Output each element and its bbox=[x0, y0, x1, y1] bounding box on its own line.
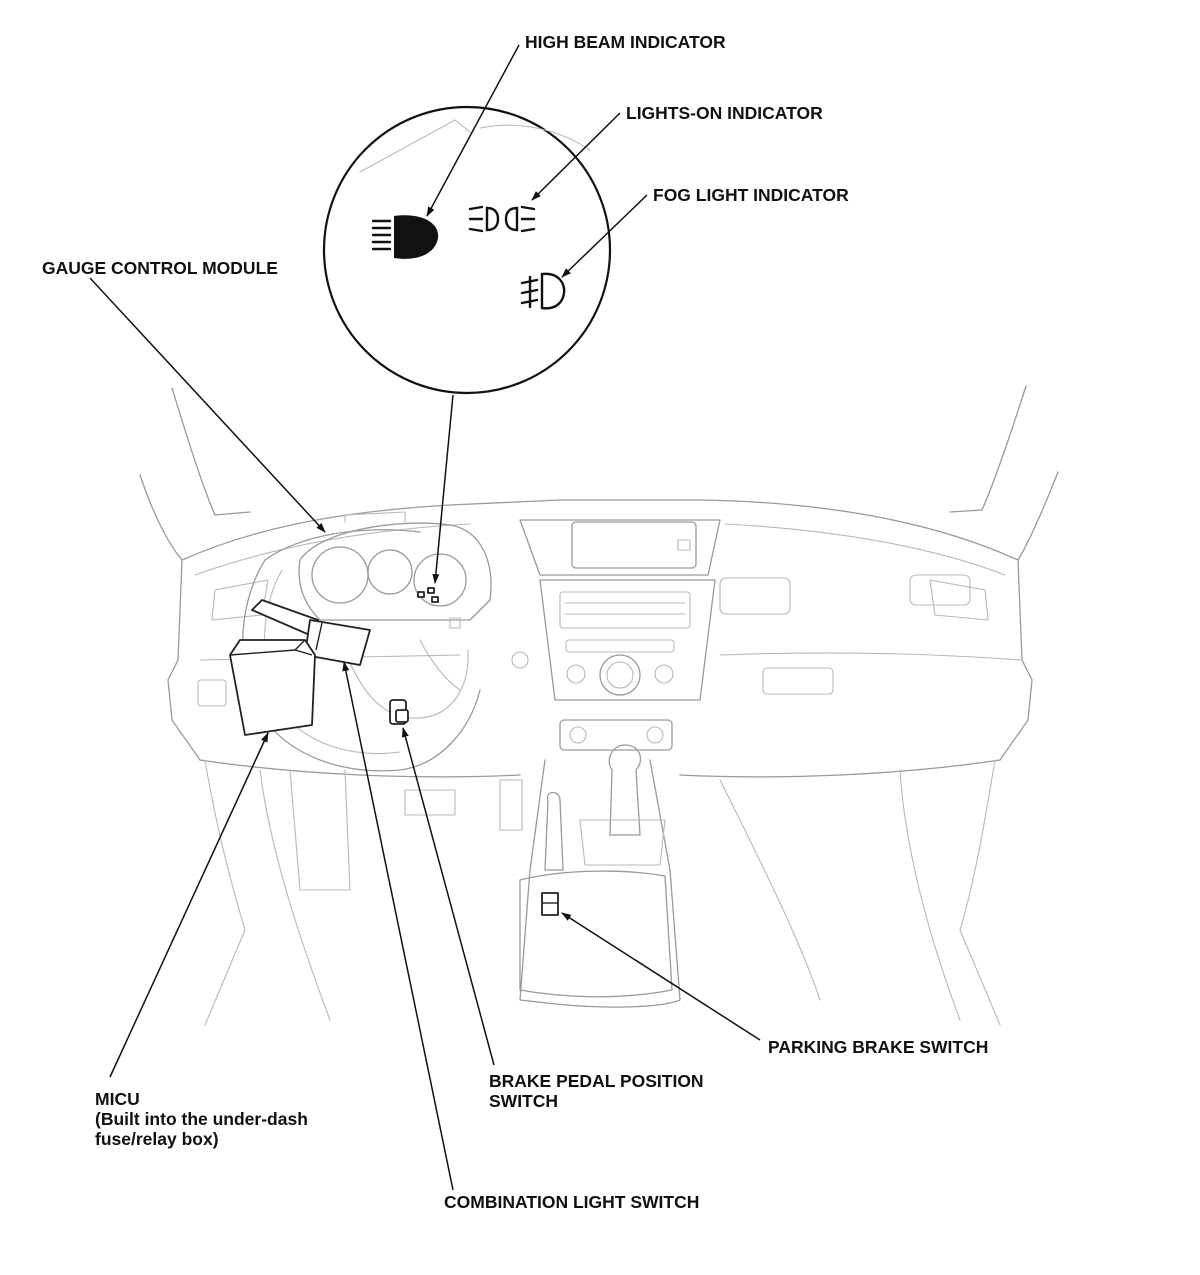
brake-pedal-position-switch-label: BRAKE PEDAL POSITION SWITCH bbox=[489, 1071, 704, 1111]
micu-label-line1: MICU bbox=[95, 1089, 140, 1109]
combination-light-switch-label: COMBINATION LIGHT SWITCH bbox=[444, 1192, 700, 1212]
micu-label-line3: fuse/relay box) bbox=[95, 1129, 219, 1149]
brake-pedal-label-line1: BRAKE PEDAL POSITION bbox=[489, 1071, 704, 1091]
magnified-gauge-detail bbox=[322, 105, 612, 395]
parking-brake-switch-part bbox=[541, 892, 559, 916]
leader-lines bbox=[89, 44, 761, 1191]
parking-brake-switch-label: PARKING BRAKE SWITCH bbox=[768, 1037, 989, 1057]
fog-light-icon bbox=[520, 272, 566, 310]
lights-on-indicator-label: LIGHTS-ON INDICATOR bbox=[626, 103, 823, 123]
high-beam-indicator-label: HIGH BEAM INDICATOR bbox=[525, 32, 726, 52]
fog-light-indicator-label: FOG LIGHT INDICATOR bbox=[653, 185, 849, 205]
brake-pedal-label-line2: SWITCH bbox=[489, 1091, 559, 1111]
micu-label-line2: (Built into the under-dash bbox=[95, 1109, 308, 1129]
lights-on-icon bbox=[468, 205, 536, 233]
brake-pedal-switch-part bbox=[389, 699, 409, 725]
high-beam-icon bbox=[371, 215, 439, 259]
gauge-control-module-label: GAUGE CONTROL MODULE bbox=[42, 258, 278, 278]
gauge-cluster bbox=[298, 511, 492, 629]
micu-fuse-box-part bbox=[229, 639, 316, 736]
micu-label: MICU (Built into the under-dash fuse/rel… bbox=[95, 1089, 308, 1149]
combination-light-switch-part bbox=[251, 599, 371, 666]
